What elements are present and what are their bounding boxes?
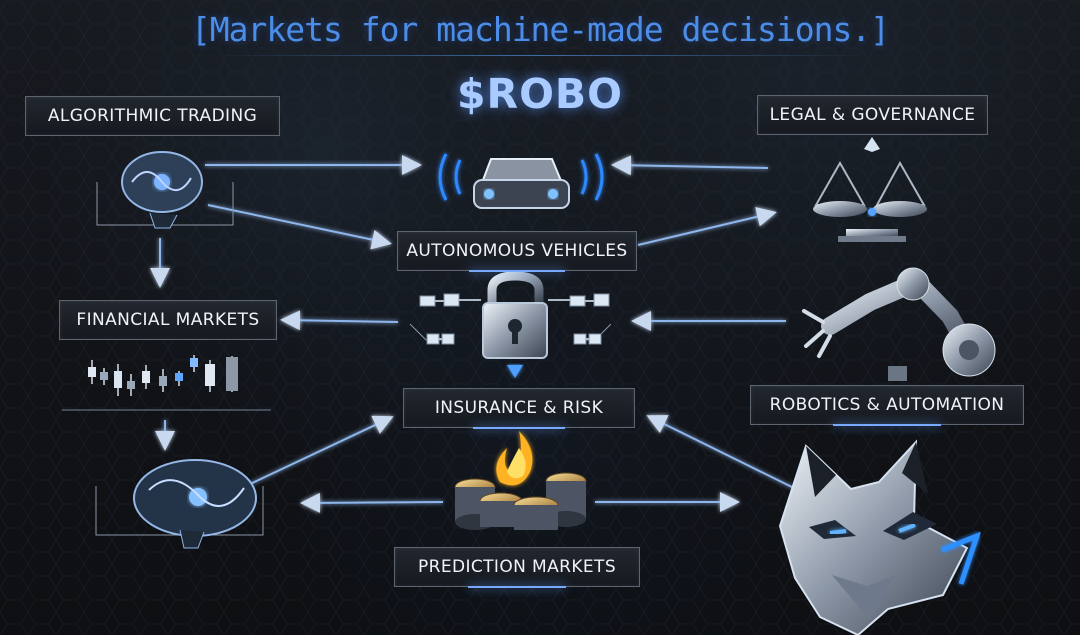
label-robotics-automation-text: ROBOTICS & AUTOMATION: [770, 395, 1005, 415]
car-icon: [440, 154, 602, 208]
label-autonomous-vehicles-text: AUTONOMOUS VEHICLES: [406, 241, 627, 261]
label-autonomous-vehicles: AUTONOMOUS VEHICLES: [397, 231, 637, 271]
label-financial-markets-text: FINANCIAL MARKETS: [76, 310, 259, 330]
label-legal-governance: LEGAL & GOVERNANCE: [757, 95, 988, 135]
lock-icon: [420, 276, 609, 378]
candlestick-chart-icon: [62, 355, 271, 410]
label-robotics-automation: ROBOTICS & AUTOMATION: [750, 385, 1024, 425]
label-legal-governance-text: LEGAL & GOVERNANCE: [770, 105, 976, 125]
label-insurance-risk-text: INSURANCE & RISK: [435, 398, 603, 418]
label-prediction-markets-text: PREDICTION MARKETS: [418, 557, 616, 577]
wolf-icon: [780, 442, 977, 635]
label-algorithmic-trading: ALGORITHMIC TRADING: [25, 96, 280, 136]
label-prediction-markets: PREDICTION MARKETS: [394, 547, 640, 587]
scales-icon: [813, 137, 927, 242]
robot-arm-icon: [804, 268, 995, 381]
label-insurance-risk: INSURANCE & RISK: [403, 388, 635, 428]
label-algorithmic-trading-text: ALGORITHMIC TRADING: [48, 106, 257, 126]
label-financial-markets: FINANCIAL MARKETS: [59, 300, 277, 340]
brain-chip-icon: [122, 152, 202, 228]
coins-fire-icon: [455, 431, 586, 530]
